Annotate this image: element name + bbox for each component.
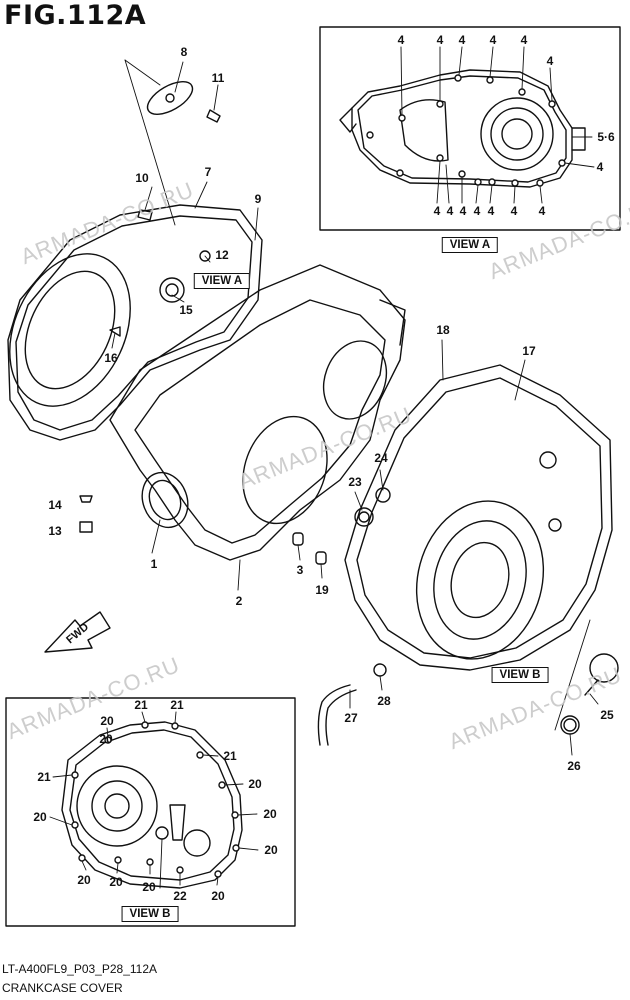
view-b-inset-frame — [5, 697, 296, 927]
view-b-callout-20: 20 — [142, 880, 156, 894]
view-a-callout-4: 4 — [458, 33, 466, 47]
view-b-callout-22: 22 — [173, 889, 187, 903]
forward-arrow-icon — [44, 611, 111, 653]
view-a-callout-4: 4 — [459, 204, 467, 218]
view-a-callout-4: 4 — [436, 33, 444, 47]
view-b-callout-21: 21 — [134, 698, 148, 712]
callout-26: 26 — [567, 759, 581, 773]
view-a-pointer-label: VIEW A — [193, 273, 251, 289]
view-a-cover-outline — [339, 69, 586, 188]
callout-24: 24 — [374, 451, 388, 465]
callout-28: 28 — [377, 694, 391, 708]
view-a-callout-4: 4 — [473, 204, 481, 218]
view-a-callout-4: 4 — [596, 160, 604, 174]
callout-27: 27 — [344, 711, 358, 725]
figure-title: FIG.112A — [4, 0, 147, 31]
view-b-callout-20: 20 — [248, 777, 262, 791]
view-b-callout-20: 20 — [33, 810, 47, 824]
callout-19: 19 — [315, 583, 329, 597]
callout-7: 7 — [204, 165, 212, 179]
callout-17: 17 — [522, 344, 536, 358]
oil-filler-cap — [584, 653, 619, 696]
view-a-callout-4: 4 — [397, 33, 405, 47]
view-a-callout-4: 4 — [520, 33, 528, 47]
callout-2: 2 — [235, 594, 243, 608]
view-a-callout-4: 4 — [546, 54, 554, 68]
view-b-callout-20: 20 — [109, 875, 123, 889]
view-b-callout-20: 20 — [99, 732, 113, 746]
callout-11: 11 — [211, 71, 225, 85]
view-b-leader-lines — [49, 711, 259, 889]
view-b-callout-21: 21 — [37, 770, 51, 784]
washer-plate-part — [146, 81, 194, 115]
view-a-callout-5-6: 5·6 — [597, 130, 615, 144]
view-a-callout-4: 4 — [433, 204, 441, 218]
view-a-callout-4: 4 — [489, 33, 497, 47]
view-b-pointer-label: VIEW B — [491, 667, 549, 683]
clutch-cover-part — [7, 204, 263, 441]
callout-14: 14 — [48, 498, 62, 512]
view-b-callout-20: 20 — [264, 843, 278, 857]
view-a-inset-frame — [319, 26, 621, 231]
callout-25: 25 — [600, 708, 614, 722]
view-a-callout-4: 4 — [538, 204, 546, 218]
view-a-callout-4: 4 — [446, 204, 454, 218]
view-b-callout-21: 21 — [170, 698, 184, 712]
view-a-leader-lines — [400, 46, 595, 204]
callout-3: 3 — [296, 563, 304, 577]
view-a-callout-4: 4 — [487, 204, 495, 218]
callout-16: 16 — [104, 351, 118, 365]
generator-cover-part — [344, 364, 613, 671]
breather-hose — [317, 684, 357, 746]
view-b-bolts — [71, 721, 240, 878]
dowel-pins — [292, 532, 327, 565]
view-b-callout-21: 21 — [223, 749, 237, 763]
callout-15: 15 — [179, 303, 193, 317]
callout-9: 9 — [254, 192, 262, 206]
drawing-name: CRANKCASE COVER — [2, 981, 123, 995]
callout-13: 13 — [48, 524, 62, 538]
view-a-bolts — [366, 74, 566, 187]
drawing-code: LT-A400FL9_P03_P28_112A — [2, 962, 158, 976]
view-b-label: VIEW B — [121, 906, 179, 922]
callout-1: 1 — [150, 557, 158, 571]
callout-10: 10 — [135, 171, 149, 185]
view-b-callout-20: 20 — [100, 714, 114, 728]
callout-18: 18 — [436, 323, 450, 337]
main-leader-lines — [111, 59, 599, 756]
view-b-callout-20: 20 — [263, 807, 277, 821]
view-a-label: VIEW A — [441, 237, 499, 253]
view-a-callout-4: 4 — [510, 204, 518, 218]
view-b-callout-20: 20 — [77, 873, 91, 887]
callout-12: 12 — [215, 248, 229, 262]
callout-23: 23 — [348, 475, 362, 489]
callout-8: 8 — [180, 45, 188, 59]
crankcase-part — [109, 264, 406, 561]
view-b-callout-20: 20 — [211, 889, 225, 903]
small-bolts — [79, 109, 221, 533]
